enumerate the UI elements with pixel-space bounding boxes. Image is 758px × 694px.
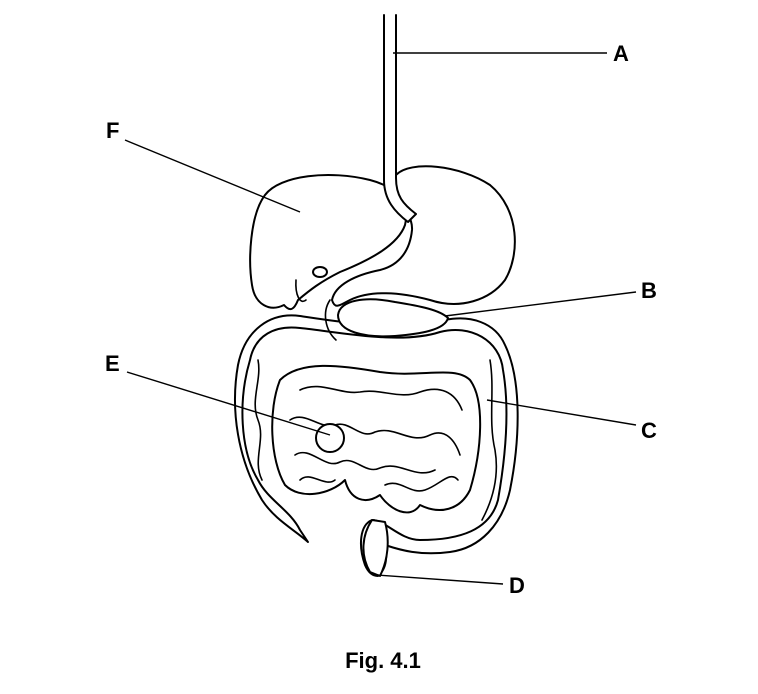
label-e: E: [105, 351, 120, 376]
oesophagus: [383, 14, 417, 223]
label-line-d: [376, 574, 504, 585]
liver: [249, 174, 408, 311]
small-intestine: [271, 364, 482, 514]
label-f: F: [106, 118, 120, 143]
label-line-c: [486, 399, 637, 426]
pancreas: [337, 298, 449, 338]
label-c: C: [641, 418, 657, 443]
label-a: A: [613, 41, 629, 66]
label-line-f: [124, 139, 301, 213]
rectum: [362, 519, 389, 577]
label-d: D: [509, 573, 525, 598]
stomach: [331, 165, 516, 307]
figure-caption: Fig. 4.1: [345, 648, 421, 673]
appendix-region: [315, 423, 345, 453]
label-line-e: [126, 371, 331, 436]
label-line-b: [444, 291, 637, 317]
label-b: B: [641, 278, 657, 303]
